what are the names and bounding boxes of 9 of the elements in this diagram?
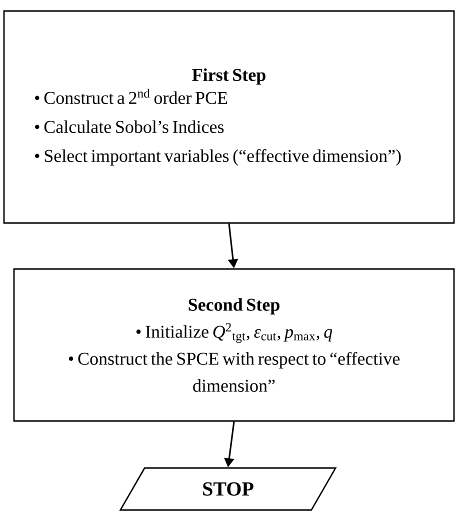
step-heading: Second Step	[188, 298, 280, 314]
step-heading: First Step	[192, 68, 266, 85]
bullet-item: • Initialize Q$^{2}$$_{tgt}$, ε$_{cut}$, p$_{max}$, q	[136, 323, 332, 343]
bullet-item: • Select important variables (“effective dimension”)	[35, 149, 401, 166]
bullet-item: • Calculate Sobol’s Indices	[35, 120, 224, 133]
bullet-item: • Construct the SPCE with respect to “effective dimension”	[68, 352, 400, 392]
process-box	[13, 268, 455, 422]
bullet-item: • Construct a 2$^{nd}$ order PCE	[35, 88, 228, 104]
process-box	[3, 10, 455, 224]
